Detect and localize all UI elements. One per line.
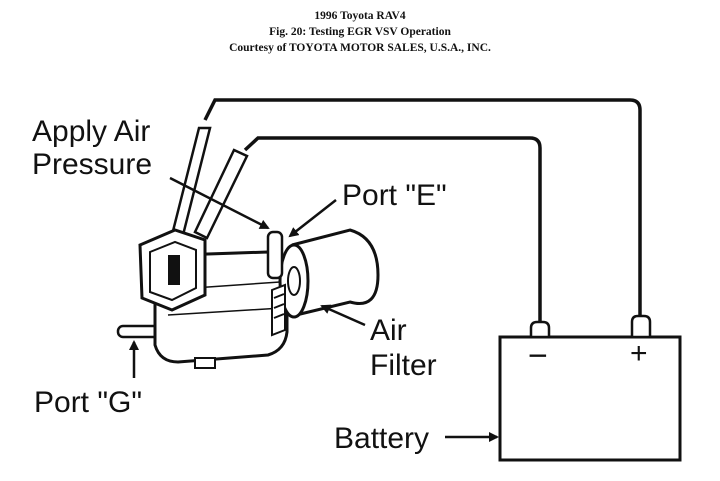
positive-wire <box>203 98 642 316</box>
apply-air-arrow <box>169 176 270 230</box>
figure-header: 1996 Toyota RAV4 Fig. 20: Testing EGR VS… <box>0 8 720 56</box>
positive-terminal <box>630 314 652 339</box>
figure-courtesy: Courtesy of TOYOTA MOTOR SALES, U.S.A., … <box>229 42 491 54</box>
port-e-label: Port "E" <box>342 179 447 212</box>
port-e-arrow <box>288 199 337 238</box>
port-g-label: Port "G" <box>34 386 142 419</box>
air-filter-arrow <box>320 304 366 327</box>
test-leads <box>170 126 249 240</box>
port-e-nipple <box>266 230 284 280</box>
apply-air-label-1: Apply Air <box>32 115 150 148</box>
minus-sign: − <box>528 337 548 375</box>
negative-terminal <box>529 320 551 339</box>
battery-label: Battery <box>334 422 429 455</box>
air-filter-label-2: Filter <box>370 349 437 382</box>
apply-air-label-2: Pressure <box>32 148 152 181</box>
air-filter-label-1: Air <box>370 314 407 347</box>
figure-title: 1996 Toyota RAV4 <box>314 10 406 22</box>
plus-sign: + <box>630 337 648 370</box>
figure-caption: Fig. 20: Testing EGR VSV Operation <box>269 26 451 38</box>
negative-wire <box>243 136 542 322</box>
battery <box>498 314 682 462</box>
vsv-valve <box>116 228 380 369</box>
